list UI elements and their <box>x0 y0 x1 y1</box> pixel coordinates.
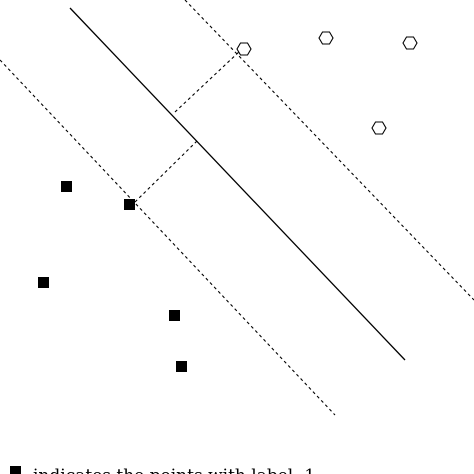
hexagon-icon <box>236 42 252 56</box>
square-icon <box>176 361 187 372</box>
legend-square-icon <box>10 466 21 474</box>
negative-points <box>38 181 187 372</box>
margin-connector-lower <box>134 139 199 203</box>
lower-margin-line <box>0 59 336 416</box>
legend: indicates the points with label -1 <box>10 466 315 474</box>
hexagon-icon <box>318 31 334 45</box>
margin-connector-upper <box>174 49 242 113</box>
positive-points <box>236 31 418 135</box>
square-icon <box>169 310 180 321</box>
decision-boundary-line <box>69 7 406 361</box>
hexagon-icon <box>402 36 418 50</box>
upper-margin-line <box>184 0 474 301</box>
legend-negative-text: indicates the points with label -1 <box>33 466 315 474</box>
square-icon <box>38 277 49 288</box>
square-icon <box>61 181 72 192</box>
square-icon <box>124 199 135 210</box>
hexagon-icon <box>371 121 387 135</box>
